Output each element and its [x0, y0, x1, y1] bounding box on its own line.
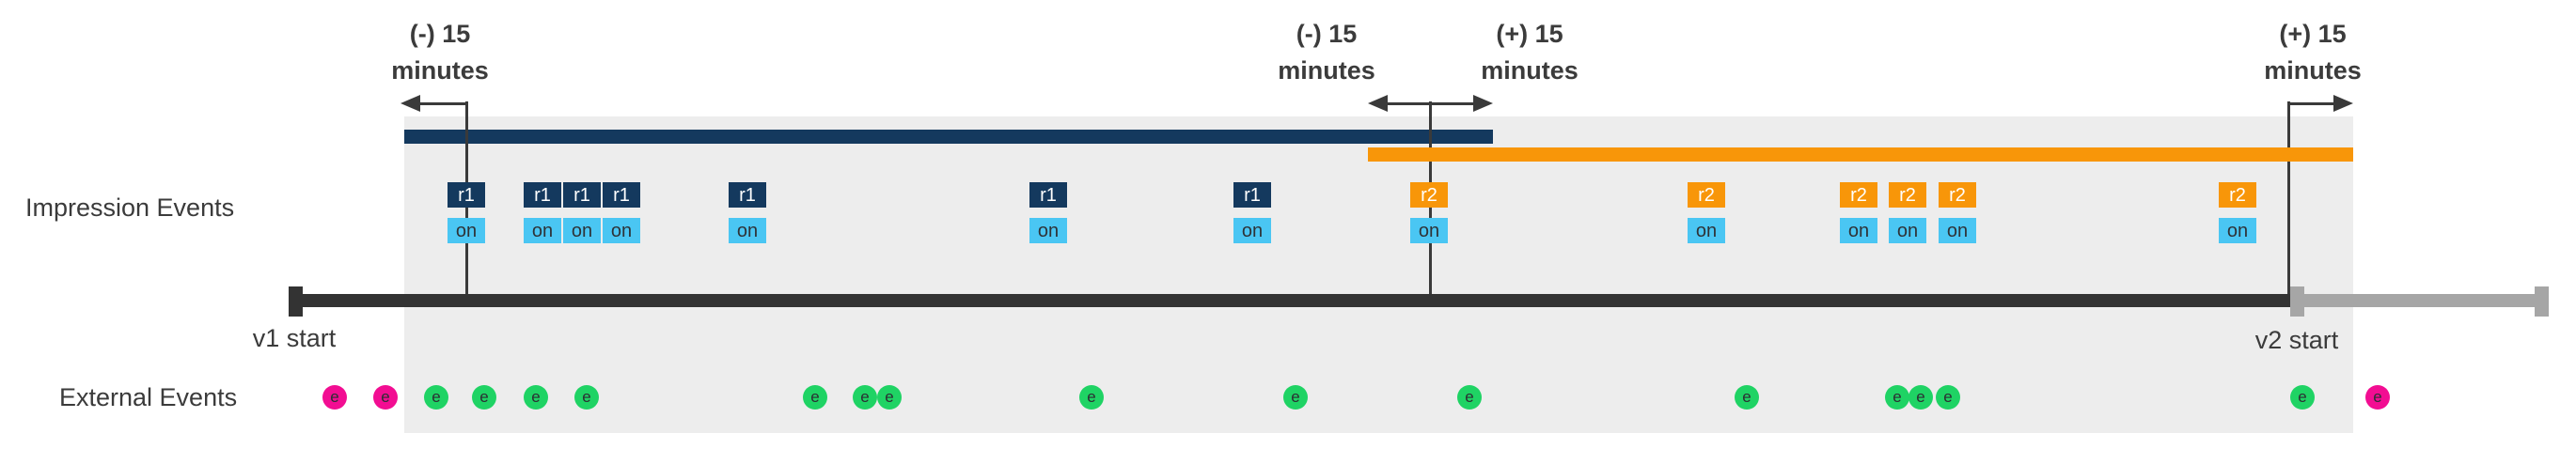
r2-badge: r2 [1939, 182, 1976, 208]
background-panel [404, 116, 2353, 433]
impression-event-r1: r1 on [524, 182, 561, 243]
annotation-line1: (+) 15 [1496, 20, 1563, 48]
on-badge: on [563, 218, 601, 243]
impression-event-r1: r1 on [448, 182, 485, 243]
external-events-label: External Events [59, 383, 238, 411]
external-event-dot-green: e [1735, 385, 1759, 410]
external-event-dot-green: e [472, 385, 496, 410]
impression-event-r2: r2 on [2219, 182, 2256, 243]
external-event-dot-pink: e [322, 385, 347, 410]
minus15-left-arrowhead-icon [401, 95, 420, 112]
on-badge: on [603, 218, 640, 243]
annotation-line2: minutes [1278, 56, 1375, 85]
on-badge: on [1233, 218, 1271, 243]
impression-event-r1: r1 on [563, 182, 601, 243]
on-badge: on [1939, 218, 1976, 243]
r1-badge: r1 [563, 182, 601, 208]
on-badge: on [1410, 218, 1448, 243]
external-event-dot-green: e [1936, 385, 1960, 410]
r2-badge: r2 [1410, 182, 1448, 208]
annotation-plus15-right: (+) 15 minutes [2264, 16, 2362, 89]
impression-event-r2: r2 on [1840, 182, 1877, 243]
r1-badge: r1 [729, 182, 766, 208]
external-event-dot-green: e [1908, 385, 1933, 410]
on-badge: on [2219, 218, 2256, 243]
v1-start-tick [289, 286, 303, 317]
external-event-dot-green: e [877, 385, 902, 410]
external-event-dot-green: e [2290, 385, 2315, 410]
timeline-future-bar [2290, 294, 2549, 307]
r1-badge: r1 [448, 182, 485, 208]
impression-event-r2: r2 on [1889, 182, 1926, 243]
plus15-right-arrow-shaft [2289, 102, 2337, 105]
impression-event-r1: r1 on [1233, 182, 1271, 243]
v1-start-label: v1 start [252, 324, 337, 352]
external-event-dot-green: e [1885, 385, 1909, 410]
r2-badge: r2 [2219, 182, 2256, 208]
impression-event-r2: r2 on [1410, 182, 1448, 243]
on-badge: on [1840, 218, 1877, 243]
annotation-plus15-mid: (+) 15 minutes [1481, 16, 1579, 89]
external-event-dot-green: e [853, 385, 877, 410]
annotation-minus15-left: (-) 15 minutes [391, 16, 489, 89]
r1-badge: r1 [1029, 182, 1067, 208]
external-event-dot-green: e [803, 385, 827, 410]
impression-event-r2: r2 on [1939, 182, 1976, 243]
annotation-line1: (-) 15 [1296, 20, 1358, 48]
r1-badge: r1 [1233, 182, 1271, 208]
external-event-dot-green: e [1079, 385, 1104, 410]
v2-start-tick [2290, 286, 2304, 317]
plusminus15-left-arrowhead-icon [1368, 95, 1388, 112]
annotation-line1: (-) 15 [409, 20, 471, 48]
external-event-dot-green: e [424, 385, 448, 410]
r1-badge: r1 [524, 182, 561, 208]
impression-event-r1: r1 on [603, 182, 640, 243]
timeline-end-tick [2535, 286, 2549, 317]
external-event-dot-pink: e [373, 385, 398, 410]
r1-badge: r1 [603, 182, 640, 208]
on-badge: on [524, 218, 561, 243]
r2-badge: r2 [1840, 182, 1877, 208]
boundary-line-right [2287, 101, 2290, 295]
external-event-dot-green: e [524, 385, 548, 410]
impression-event-r2: r2 on [1688, 182, 1725, 243]
impression-event-r1: r1 on [1029, 182, 1067, 243]
r2-badge: r2 [1688, 182, 1725, 208]
plusminus15-arrow-shaft [1382, 102, 1479, 105]
timeline-bar [289, 294, 2290, 307]
v2-start-label: v2 start [2254, 326, 2339, 354]
annotation-line2: minutes [391, 56, 489, 85]
r2-badge: r2 [1889, 182, 1926, 208]
annotation-minus15-mid: (-) 15 minutes [1278, 16, 1375, 89]
external-event-dot-pink: e [2365, 385, 2390, 410]
on-badge: on [1029, 218, 1067, 243]
r1-window-bar [404, 130, 1493, 144]
annotation-line2: minutes [1481, 56, 1579, 85]
external-event-dot-green: e [1283, 385, 1308, 410]
on-badge: on [1688, 218, 1725, 243]
annotation-line2: minutes [2264, 56, 2362, 85]
plus15-right-arrowhead-icon [2333, 95, 2353, 112]
r2-window-bar [1368, 147, 2353, 162]
impression-event-r1: r1 on [729, 182, 766, 243]
plusminus15-right-arrowhead-icon [1473, 95, 1493, 112]
external-event-dot-green: e [1457, 385, 1482, 410]
annotation-line1: (+) 15 [2279, 20, 2347, 48]
on-badge: on [729, 218, 766, 243]
on-badge: on [1889, 218, 1926, 243]
impression-events-label: Impression Events [25, 193, 235, 222]
external-event-dot-green: e [574, 385, 599, 410]
on-badge: on [448, 218, 485, 243]
minus15-left-arrow-shaft [416, 102, 467, 105]
